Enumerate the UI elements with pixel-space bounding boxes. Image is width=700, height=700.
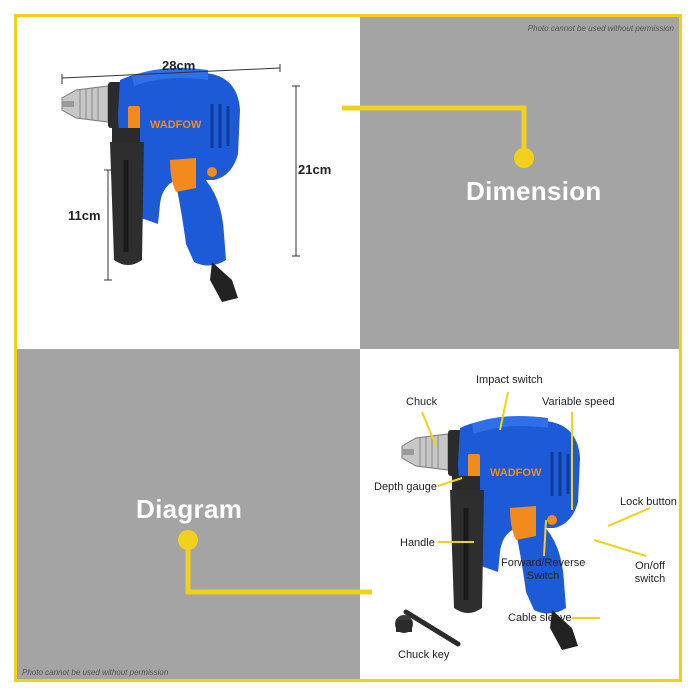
watermark-notice-bottom: Photo cannot be used without permission — [22, 668, 169, 677]
diagram-label-panel — [17, 349, 360, 681]
callout-forward-reverse: Forward/Reverse Switch — [501, 557, 585, 583]
drill-dimension-image — [62, 68, 240, 302]
callout-forward-reverse-line2: Switch — [526, 570, 560, 582]
callout-cable-sleeve: Cable sleeve — [508, 612, 572, 624]
callout-depth-gauge: Depth gauge — [374, 481, 437, 493]
dimension-connector — [342, 105, 534, 168]
callout-leaders — [421, 391, 651, 619]
callout-onoff-line2: switch — [634, 573, 666, 585]
callout-onoff-switch: On/off switch — [630, 560, 670, 586]
dimension-width: 28cm — [162, 58, 196, 73]
callout-onoff-line1: On/off — [635, 560, 665, 572]
diagram-label: Diagram — [136, 494, 243, 524]
chuck-key-image — [395, 609, 461, 647]
dimension-height: 21cm — [298, 162, 332, 177]
callout-chuck-key: Chuck key — [398, 649, 450, 661]
dimension-label: Dimension — [466, 176, 602, 206]
callout-lock-button: Lock button — [620, 496, 677, 508]
diagram-connector — [178, 530, 372, 595]
callout-variable-speed: Variable speed — [542, 396, 615, 408]
callout-handle: Handle — [400, 537, 435, 549]
watermark-notice-top: Photo cannot be used without permission — [527, 24, 674, 33]
dimension-lines — [61, 64, 300, 281]
callout-impact-switch: Impact switch — [476, 374, 543, 386]
callout-chuck: Chuck — [406, 396, 438, 408]
yellow-frame — [14, 14, 682, 682]
dimension-label-panel — [360, 17, 680, 349]
callout-forward-reverse-line1: Forward/Reverse — [501, 557, 586, 569]
dimension-handle: 11cm — [68, 208, 101, 223]
